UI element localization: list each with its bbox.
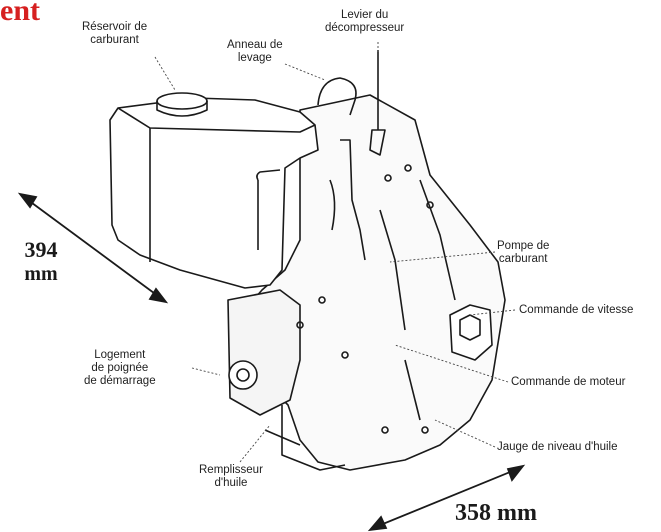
speed-control-shape (449, 304, 493, 361)
fuel-cap (156, 92, 208, 110)
page-title-fragment: ent (0, 0, 40, 27)
leader-lines (154, 42, 516, 463)
label-starter-housing: Logement de poignée de démarrage (84, 349, 156, 387)
height-unit: mm (24, 263, 58, 285)
depth-dimension: 358 mm (455, 500, 537, 526)
height-dimension: 394 mm (6, 238, 76, 286)
fuel-tank-top-edge (117, 107, 316, 133)
fuel-tank-shape (109, 97, 319, 289)
label-engine-control: Commande de moteur (511, 376, 626, 388)
label-decompressor-lever: Levier du décompresseur (325, 9, 405, 34)
label-fuel-tank: Réservoir de carburant (82, 21, 148, 46)
label-lifting-ring: Anneau de levage (227, 39, 283, 64)
height-value: 394 (24, 237, 58, 262)
label-speed-control: Commande de vitesse (519, 304, 634, 316)
crankcase (227, 289, 301, 416)
label-oil-gauge: Jauge de niveau d'huile (497, 441, 618, 453)
dimension-arrows (17, 192, 526, 532)
label-fuel-pump: Pompe de carburant (497, 240, 550, 265)
starter-hub (228, 360, 258, 390)
engine-drawing (109, 50, 506, 471)
label-oil-filler: Remplisseur d'huile (199, 464, 263, 489)
lifting-ring-shape (317, 77, 357, 116)
